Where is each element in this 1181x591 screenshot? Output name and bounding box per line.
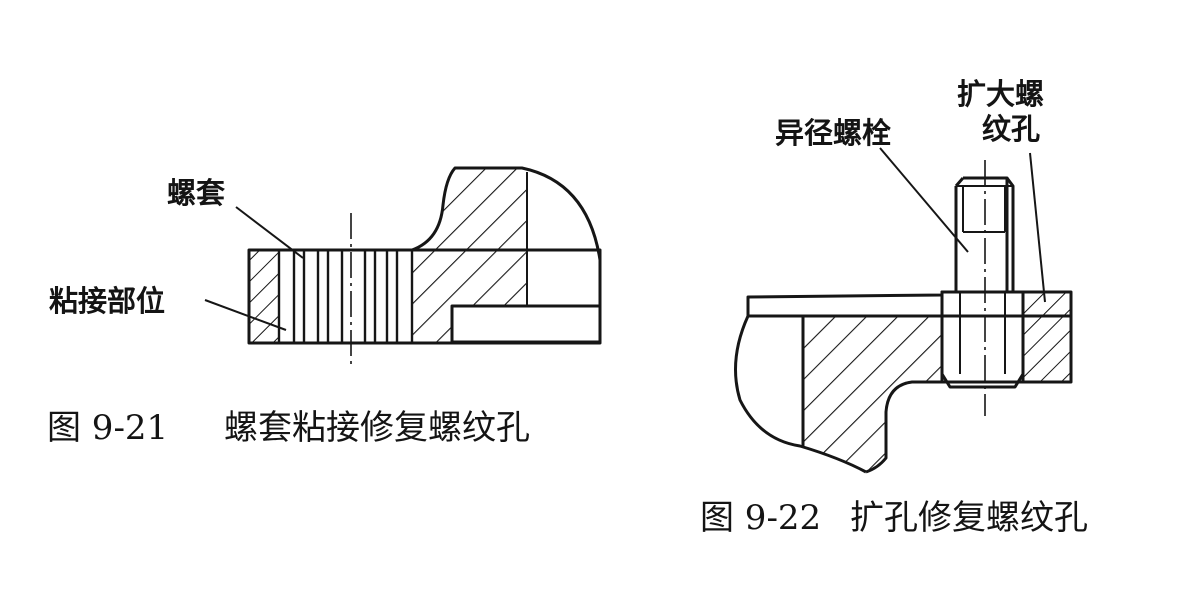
caption-number-9-21: 图 9-21 xyxy=(47,408,168,448)
sleeve-threads xyxy=(277,250,414,343)
label-enlarged-hole-line1: 扩大螺 xyxy=(957,77,1044,111)
leader-sleeve xyxy=(235,206,304,259)
figure-9-22: 异径螺栓 扩大螺 纹孔 图 9-22 扩孔修复螺纹孔 xyxy=(700,77,1088,538)
base-part-left-section xyxy=(734,315,942,474)
figure-9-21: 螺套 粘接部位 图 9-21 螺套粘接修复螺纹孔 xyxy=(47,166,602,448)
label-sleeve: 螺套 xyxy=(167,176,225,210)
base-part-right-section xyxy=(1021,292,1073,384)
leader-hole xyxy=(1029,152,1046,303)
label-bond-area: 粘接部位 xyxy=(49,284,165,318)
base-part-section xyxy=(411,166,602,344)
sleeve-outline xyxy=(247,248,602,345)
leader-bolt xyxy=(879,147,969,253)
caption-title-9-22: 扩孔修复螺纹孔 xyxy=(850,498,1088,538)
label-enlarged-hole-line2: 纹孔 xyxy=(982,112,1040,146)
threaded-sleeve-section xyxy=(249,250,414,343)
stepped-bolt xyxy=(940,176,1025,389)
caption-title-9-21: 螺套粘接修复螺纹孔 xyxy=(224,408,530,448)
leader-bond xyxy=(204,299,287,331)
caption-number-9-22: 图 9-22 xyxy=(700,498,821,538)
label-stepped-bolt: 异径螺栓 xyxy=(775,116,891,150)
